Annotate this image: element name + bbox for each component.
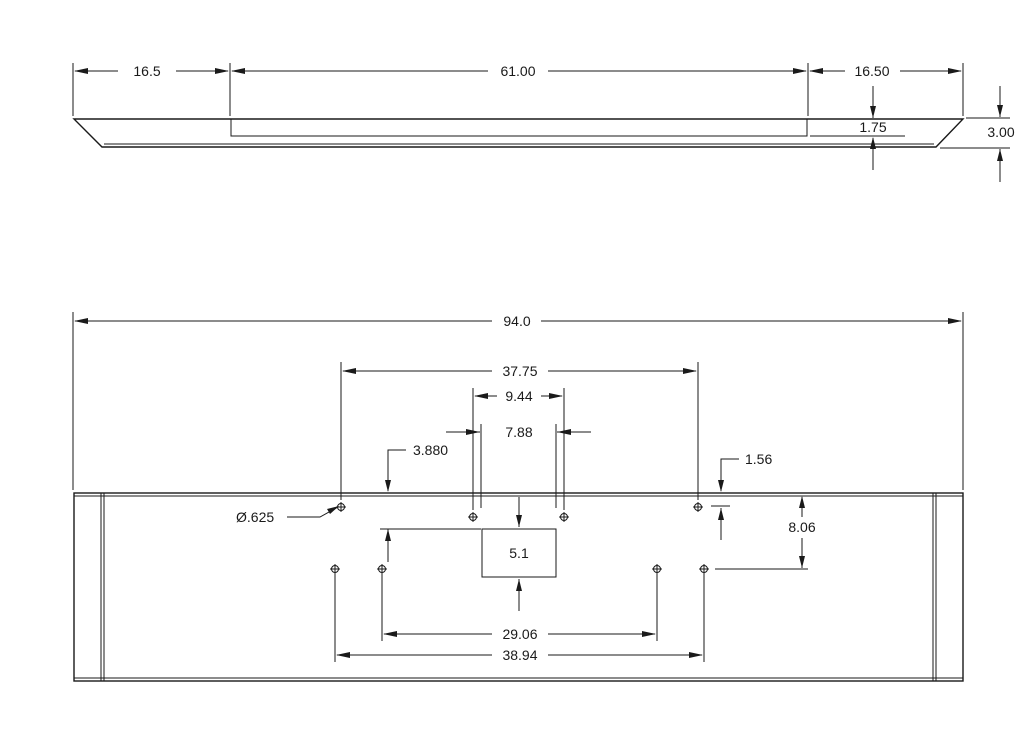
dim-edge-to-hole-right-label: 1.56 bbox=[745, 451, 772, 467]
dim-inner-span-bottom-label: 29.06 bbox=[502, 626, 537, 642]
dim-row-spacing-label: 8.06 bbox=[788, 519, 815, 535]
dim-total-height: 3.00 bbox=[940, 86, 1015, 182]
top-view: 16.5 61.00 16.50 1.75 bbox=[72, 63, 1015, 182]
holes bbox=[330, 502, 709, 574]
dim-center-width: 61.00 bbox=[231, 63, 807, 79]
hole-marker bbox=[377, 564, 387, 574]
dim-right-width: 16.50 bbox=[809, 63, 962, 79]
dim-hole-diameter-label: Ø.625 bbox=[236, 509, 274, 525]
dim-lip-thickness: 1.75 bbox=[810, 86, 905, 170]
dim-row-spacing: 8.06 bbox=[715, 496, 816, 570]
dim-outer-span-top-label: 37.75 bbox=[502, 363, 537, 379]
dim-edge-to-hole-left: 3.880 bbox=[380, 442, 481, 562]
dim-inner-span-top-label: 9.44 bbox=[505, 388, 532, 404]
dim-center-width-label: 61.00 bbox=[500, 63, 535, 79]
dim-inner-span-top: 9.44 bbox=[472, 388, 565, 510]
dim-inner-span-bottom: 29.06 bbox=[381, 574, 658, 642]
dim-slot-gap: 7.88 bbox=[446, 424, 591, 508]
dim-right-width-label: 16.50 bbox=[854, 63, 889, 79]
cutout-label: 5.1 bbox=[509, 545, 529, 561]
cutout: 5.1 bbox=[481, 497, 557, 611]
dim-outer-span-bottom: 38.94 bbox=[334, 574, 705, 663]
hole-marker bbox=[652, 564, 662, 574]
hole-marker bbox=[559, 512, 569, 522]
part-body bbox=[73, 492, 964, 682]
part-profile bbox=[72, 118, 965, 148]
dim-overall-length-label: 94.0 bbox=[503, 313, 530, 329]
dim-edge-to-hole-right: 1.56 bbox=[711, 451, 772, 540]
dim-total-height-label: 3.00 bbox=[987, 124, 1014, 140]
cutout-rect bbox=[481, 528, 557, 578]
profile-recess bbox=[230, 119, 808, 137]
hole-marker bbox=[336, 502, 346, 512]
dim-left-width: 16.5 bbox=[74, 63, 229, 79]
dim-overall-length: 94.0 bbox=[72, 312, 964, 490]
dim-hole-diameter: Ø.625 bbox=[236, 506, 339, 525]
dim-left-width-label: 16.5 bbox=[133, 63, 160, 79]
hole-marker bbox=[699, 564, 709, 574]
dim-lip-thickness-label: 1.75 bbox=[859, 119, 886, 135]
hole-marker bbox=[330, 564, 340, 574]
dim-outer-span-bottom-label: 38.94 bbox=[502, 647, 537, 663]
dim-edge-to-hole-left-label: 3.880 bbox=[413, 442, 448, 458]
dim-slot-gap-label: 7.88 bbox=[505, 424, 532, 440]
hole-marker bbox=[693, 502, 703, 512]
hole-marker bbox=[468, 512, 478, 522]
dim-outer-span-top: 37.75 bbox=[340, 362, 699, 500]
bottom-view: 94.0 37.75 9.44 bbox=[72, 312, 964, 682]
